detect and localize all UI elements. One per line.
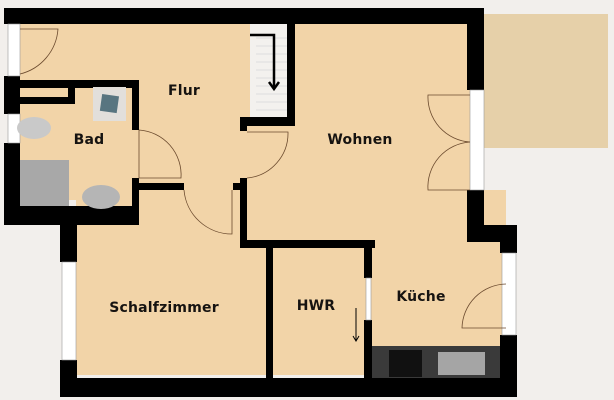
bathroom-fixtures: [17, 87, 126, 209]
sliding-door-arrow-icon: [352, 308, 360, 342]
walls: [4, 8, 517, 397]
room-label-flur: Flur: [167, 83, 201, 99]
terrace-area: [484, 14, 608, 148]
room-label-bad: Bad: [73, 132, 105, 148]
stove-icon: [389, 350, 422, 377]
room-label-schlafzimmer: Schalfzimmer: [109, 300, 219, 316]
stair-arrow-icon: [250, 33, 276, 88]
kitchen-counter: [372, 346, 500, 378]
staircase: [250, 24, 287, 117]
room-label-kueche: Küche: [396, 289, 446, 305]
room-label-hwr: HWR: [296, 298, 336, 314]
toilet-icon: [17, 117, 51, 139]
sink-icon: [82, 185, 120, 209]
washing-machine-icon: [99, 93, 120, 114]
kitchen-sink-icon: [438, 352, 485, 375]
room-label-wohnen: Wohnen: [327, 132, 393, 148]
shower-icon: [20, 160, 69, 206]
doors: [19, 28, 507, 329]
windows: [7, 23, 517, 361]
